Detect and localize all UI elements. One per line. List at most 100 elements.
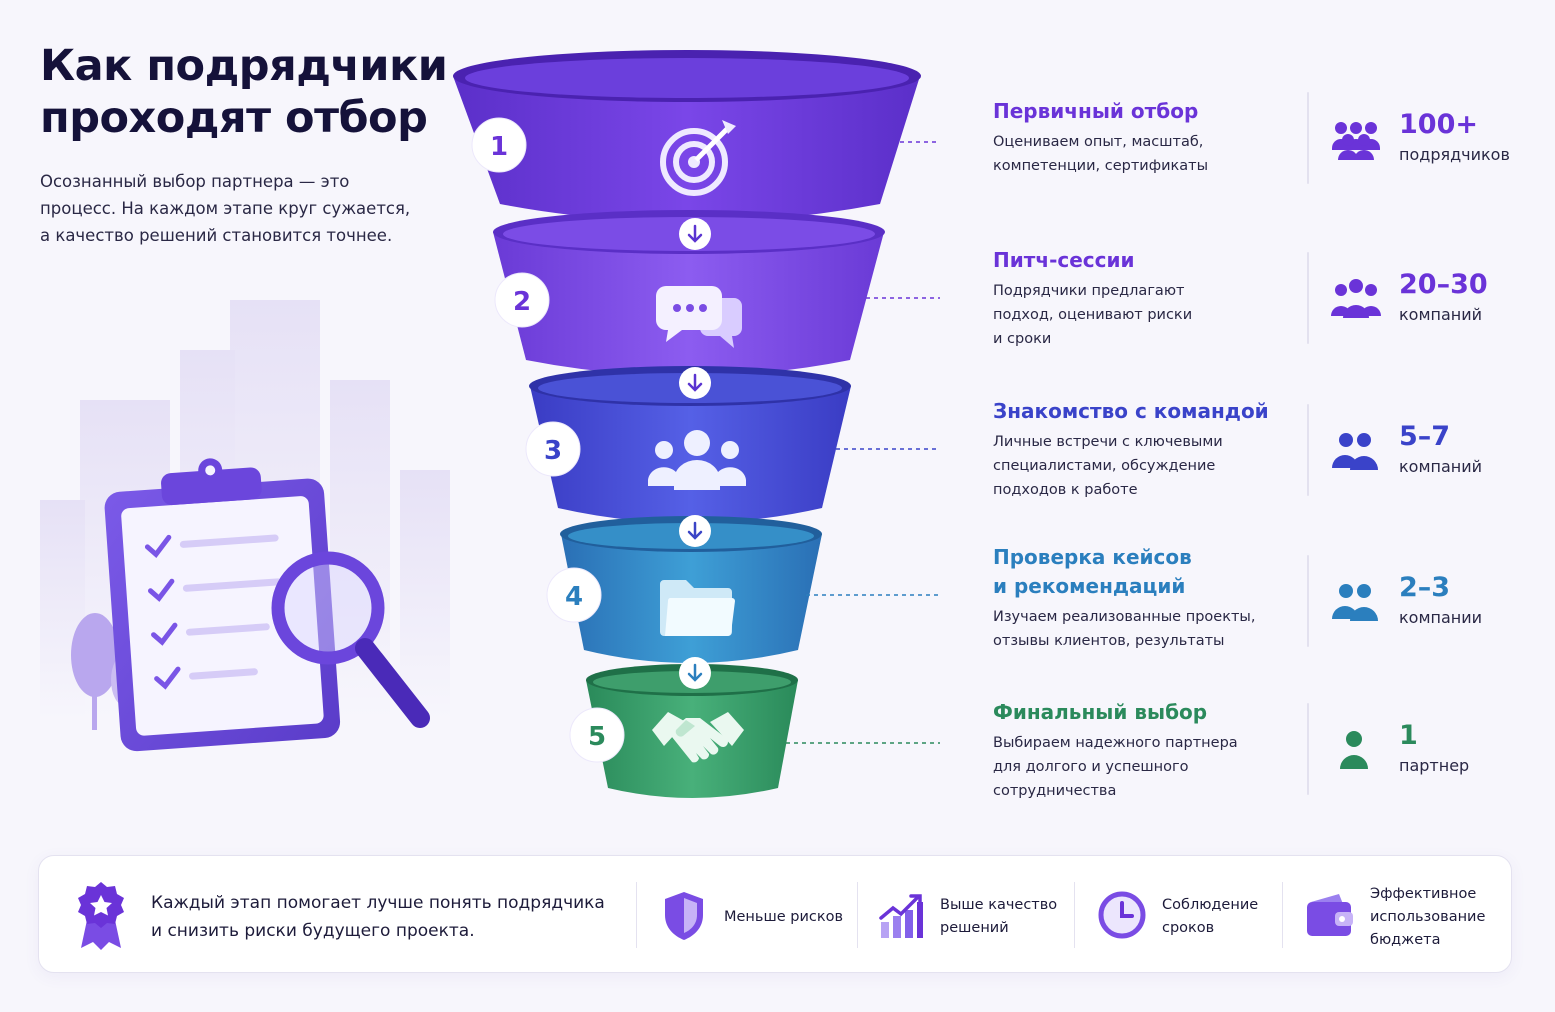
benefit-divider (857, 882, 858, 948)
stage-2-info: Питч-сессии Подрядчики предлагают подход… (993, 246, 1293, 351)
stage-connector (806, 594, 940, 596)
funnel-arrow (679, 515, 711, 547)
stat-value: 100+ (1399, 109, 1478, 140)
stat-divider (1307, 703, 1309, 795)
stage-number: 4 (565, 582, 583, 612)
stage-description: Подрядчики предлагают подход, оценивают … (993, 279, 1293, 351)
stage-desc-line: для долгого и успешного (993, 759, 1189, 775)
stage-5-stat: 1 партнер (1330, 719, 1540, 789)
stage-desc-line: Подрядчики предлагают (993, 283, 1185, 299)
award-badge-icon (78, 882, 124, 950)
stage-2-stat: 20–30 компаний (1330, 268, 1540, 338)
stage-1-stat: 100+ подрядчиков (1330, 108, 1540, 178)
stage-4-stat: 2–3 компании (1330, 571, 1540, 641)
stage-number-badge: 3 (525, 421, 581, 477)
stage-description: Оцениваем опыт, масштаб, компетенции, се… (993, 130, 1293, 178)
benefits-summary-line: Каждый этап помогает лучше понять подряд… (151, 893, 605, 913)
selection-funnel: 1 2 3 4 5 (453, 50, 940, 798)
stage-3-stat: 5–7 компаний (1330, 420, 1540, 490)
stage-title: Питч-сессии (993, 246, 1293, 275)
benefit-text-line: решений (940, 920, 1009, 936)
folder-icon (660, 580, 735, 637)
benefit-divider (636, 882, 637, 948)
funnel-segment-1 (453, 50, 921, 222)
page-title-line: Как подрядчики (40, 41, 448, 91)
stage-connector (866, 297, 940, 299)
stage-1-info: Первичный отбор Оцениваем опыт, масштаб,… (993, 97, 1293, 178)
stage-title: Знакомство с командой (993, 397, 1293, 426)
stage-title-line: Первичный отбор (993, 99, 1199, 123)
benefit-text-line: Выше качество (940, 897, 1058, 913)
clipboard-icon (104, 458, 341, 752)
benefit-text-line: бюджета (1370, 932, 1441, 948)
person-icon (1340, 731, 1368, 769)
stat-divider (1307, 555, 1309, 647)
stat-divider (1307, 252, 1309, 344)
stat-unit: компаний (1399, 457, 1483, 476)
benefit-text-line: использование (1370, 909, 1486, 925)
stage-desc-line: Личные встречи с ключевыми (993, 434, 1223, 450)
stage-title-line: Финальный выбор (993, 700, 1208, 724)
stage-title-line: Знакомство с командой (993, 399, 1269, 423)
stage-number-badge: 4 (546, 567, 602, 623)
stage-desc-line: Изучаем реализованные проекты, (993, 609, 1256, 625)
page-title: Как подрядчики проходят отбор (40, 40, 460, 144)
stat-unit: подрядчиков (1399, 145, 1510, 164)
stage-desc-line: отзывы клиентов, результаты (993, 633, 1225, 649)
page-subtitle: Осознанный выбор партнера — это процесс.… (40, 168, 420, 249)
magnifier-icon (271, 551, 430, 728)
stage-desc-line: компетенции, сертификаты (993, 158, 1209, 174)
stage-number: 3 (544, 436, 562, 466)
stage-description: Изучаем реализованные проекты, отзывы кл… (993, 605, 1293, 653)
shield-icon (665, 892, 703, 940)
group-icon (1331, 279, 1381, 318)
stage-connector (836, 448, 940, 450)
funnel-arrow (679, 367, 711, 399)
stage-desc-line: подходов к работе (993, 482, 1138, 498)
stage-connector (786, 742, 940, 744)
page-title-line: проходят отбор (40, 93, 428, 143)
stage-title: Первичный отбор (993, 97, 1293, 126)
stat-unit: партнер (1399, 756, 1470, 775)
clock-icon (1098, 891, 1146, 939)
wallet-icon (1307, 894, 1353, 936)
chat-bubbles-icon (656, 286, 742, 348)
stage-number-badge: 1 (471, 117, 527, 173)
stage-title-line: и рекомендаций (993, 574, 1186, 598)
stage-desc-line: Выбираем надежного партнера (993, 735, 1238, 751)
benefit-text: Меньше рисков (724, 906, 843, 929)
benefits-bar: Каждый этап помогает лучше понять подряд… (38, 855, 1512, 973)
stat-value: 20–30 (1399, 269, 1488, 300)
stage-description: Выбираем надежного партнера для долгого … (993, 731, 1293, 803)
benefits-summary: Каждый этап помогает лучше понять подряд… (151, 889, 605, 945)
growth-chart-icon (879, 894, 923, 938)
funnel-arrow (679, 218, 711, 250)
benefit-text-line: сроков (1162, 920, 1215, 936)
stage-title-line: Проверка кейсов (993, 545, 1192, 569)
benefit-text-line: Эффективное (1370, 886, 1477, 902)
stage-number-badge: 5 (569, 707, 625, 763)
subtitle-line: а качество решений становится точнее. (40, 226, 393, 245)
stage-desc-line: специалистами, обсуждение (993, 458, 1216, 474)
stat-value: 1 (1399, 720, 1418, 751)
benefit-divider (1074, 882, 1075, 948)
stage-connector (900, 141, 940, 143)
group-icon (1332, 433, 1378, 470)
stat-divider (1307, 92, 1309, 184)
stage-desc-line: подход, оценивают риски (993, 307, 1193, 323)
stat-unit: компании (1399, 608, 1483, 627)
stat-divider (1307, 404, 1309, 496)
subtitle-line: процесс. На каждом этапе круг сужается, (40, 199, 411, 218)
stage-number: 5 (588, 722, 606, 752)
stat-unit: компаний (1399, 305, 1483, 324)
stat-value: 2–3 (1399, 572, 1451, 603)
stage-desc-line: сотрудничества (993, 783, 1117, 799)
team-icon (648, 430, 746, 490)
stage-description: Личные встречи с ключевыми специалистами… (993, 430, 1293, 502)
benefit-text: Эффективное использование бюджета (1370, 883, 1485, 952)
clipboard-magnifier-illustration (40, 300, 450, 752)
group-icon (1332, 122, 1380, 160)
stage-desc-line: и сроки (993, 331, 1052, 347)
benefit-text-line: Меньше рисков (724, 909, 844, 925)
stage-4-info: Проверка кейсов и рекомендаций Изучаем р… (993, 543, 1293, 653)
